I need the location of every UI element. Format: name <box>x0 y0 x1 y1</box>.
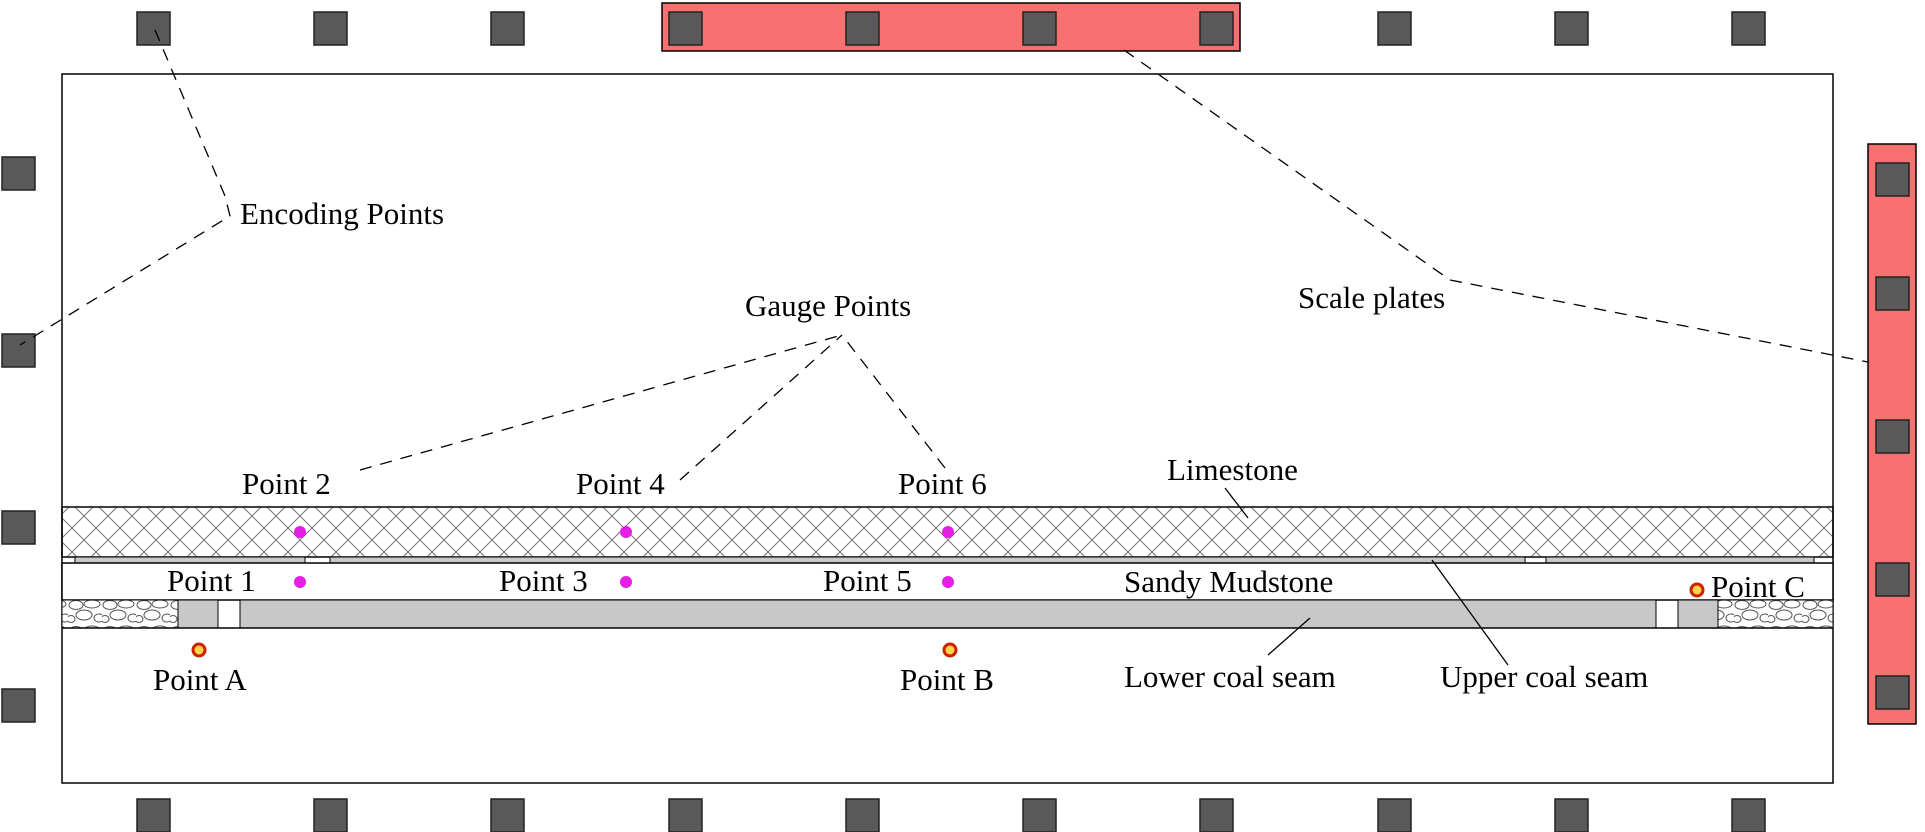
encoding-marker <box>490 798 525 832</box>
encoding-marker <box>1731 798 1766 832</box>
encoding-marker <box>668 11 703 46</box>
encoding-marker <box>1377 11 1412 46</box>
lower-coal-seam-leader <box>1267 617 1311 656</box>
gauge-point-label: Point 5 <box>823 563 912 598</box>
gauge-point-label: Point 1 <box>167 563 256 598</box>
encoding-marker <box>1554 11 1589 46</box>
monitor-point-label: Point A <box>153 662 248 697</box>
scale-plates-label: Scale plates <box>1298 280 1445 315</box>
gob-rubble-left <box>61 599 179 629</box>
encoding-marker <box>1 688 36 723</box>
scale-plates-leader <box>1123 49 1869 363</box>
lower-coal-seam-label: Lower coal seam <box>1124 659 1336 694</box>
encoding-marker <box>1022 11 1057 46</box>
encoding-marker <box>1 156 36 191</box>
scale-plate-top <box>661 2 1241 52</box>
encoding-marker <box>1731 11 1766 46</box>
gauge-point-3-marker <box>620 576 632 588</box>
monitor-point-markers <box>191 582 1705 658</box>
encoding-marker <box>668 798 703 832</box>
gauge-points-label: Gauge Points <box>745 288 911 323</box>
encoding-marker <box>1554 798 1589 832</box>
encoding-marker <box>1022 798 1057 832</box>
gob-rubble-right <box>1717 599 1834 629</box>
encoding-marker <box>136 11 171 46</box>
encoding-marker <box>313 798 348 832</box>
encoding-marker <box>1199 798 1234 832</box>
gauge-point-label: Point 6 <box>898 466 987 501</box>
encoding-marker <box>1199 11 1234 46</box>
gauge-point-label: Point 4 <box>576 466 665 501</box>
encoding-marker <box>845 11 880 46</box>
encoding-marker <box>490 11 525 46</box>
gauge-point-5-marker <box>942 576 954 588</box>
upper-coal-seam-label: Upper coal seam <box>1440 659 1648 694</box>
monitor-point-a-marker <box>191 642 207 658</box>
encoding-marker <box>1377 798 1412 832</box>
upper-coal-seam-strip <box>1545 556 1815 564</box>
encoding-markers <box>1 11 1910 832</box>
encoding-marker <box>1 333 36 368</box>
gauge-point-2-marker <box>294 526 306 538</box>
limestone-leader <box>1224 487 1249 519</box>
lower-coal-seam <box>239 599 1657 629</box>
limestone-label: Limestone <box>1167 452 1298 487</box>
gauge-point-label: Point 3 <box>499 563 588 598</box>
upper-coal-seam-leader <box>1431 559 1509 666</box>
lower-coal-seam-pillar <box>1677 599 1719 629</box>
monitor-point-b-marker <box>942 642 958 658</box>
encoding-marker <box>1 510 36 545</box>
encoding-marker <box>1875 162 1910 197</box>
encoding-marker <box>1875 562 1910 597</box>
gauge-point-4-marker <box>620 526 632 538</box>
monitor-point-c-marker <box>1689 582 1705 598</box>
encoding-marker <box>1875 419 1910 454</box>
monitor-point-label: Point C <box>1711 569 1805 604</box>
lower-coal-seam-pillar <box>177 599 219 629</box>
model-frame <box>61 73 1834 784</box>
encoding-points-label: Encoding Points <box>240 196 444 231</box>
gauge-point-markers <box>294 526 954 588</box>
gauge-point-1-marker <box>294 576 306 588</box>
encoding-marker <box>136 798 171 832</box>
encoding-marker <box>313 11 348 46</box>
gauge-points-leader <box>359 334 946 481</box>
encoding-marker <box>1875 276 1910 311</box>
encoding-points-leader <box>19 29 231 346</box>
encoding-marker <box>1875 675 1910 710</box>
gauge-point-label: Point 2 <box>242 466 331 501</box>
sandy-mudstone-label: Sandy Mudstone <box>1124 564 1333 599</box>
monitor-point-label: Point B <box>900 662 994 697</box>
encoding-marker <box>845 798 880 832</box>
gauge-point-6-marker <box>942 526 954 538</box>
